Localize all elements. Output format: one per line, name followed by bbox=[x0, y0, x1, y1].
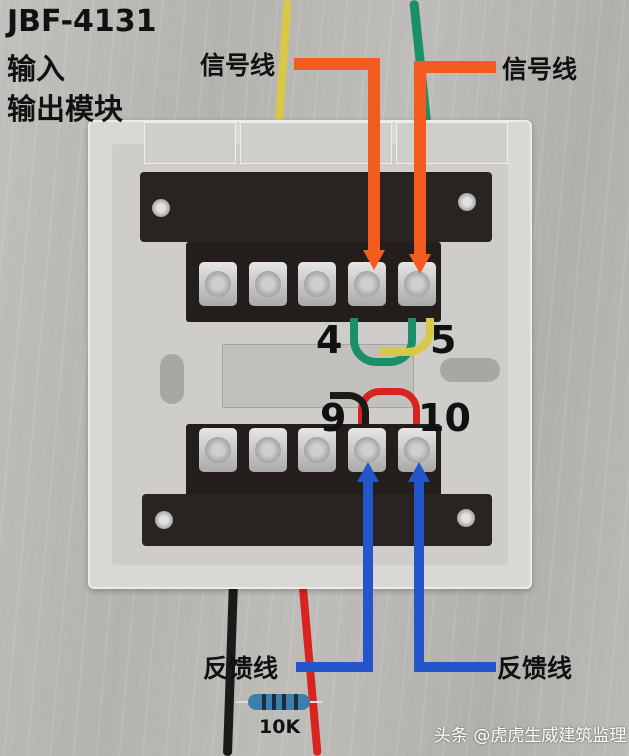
watermark: 头条 @虎虎生威建筑监理 bbox=[434, 726, 627, 746]
model-title: JBF-4131 bbox=[7, 4, 157, 39]
yellow-jumper-wire bbox=[380, 318, 434, 356]
top-flap bbox=[240, 122, 392, 164]
top-terminal-2[interactable] bbox=[249, 262, 287, 306]
top-left-mount-screw bbox=[152, 199, 170, 217]
signal-arrow-left-vertical bbox=[368, 58, 380, 254]
title-line-input: 输入 bbox=[7, 52, 66, 86]
bottom-terminal-1[interactable] bbox=[199, 428, 237, 472]
feedback-arrow-right-vertical bbox=[414, 480, 424, 672]
top-right-mount-screw bbox=[458, 193, 476, 211]
terminal-number-9: 9 bbox=[320, 396, 347, 440]
top-connector-bar bbox=[140, 172, 492, 242]
feedback-arrow-left-head bbox=[357, 462, 379, 482]
resistor-band bbox=[262, 694, 266, 710]
bottom-terminal-2[interactable] bbox=[249, 428, 287, 472]
title-line-output-module: 输出模块 bbox=[7, 92, 124, 126]
signal-arrow-left-head bbox=[363, 250, 385, 270]
resistor-band bbox=[272, 694, 276, 710]
mounting-slot-right bbox=[440, 358, 500, 382]
bottom-right-mount-screw bbox=[457, 509, 475, 527]
terminal-number-4: 4 bbox=[316, 318, 343, 362]
signal-arrow-right-vertical bbox=[414, 61, 426, 258]
bottom-left-mount-screw bbox=[155, 511, 173, 529]
top-terminal-3[interactable] bbox=[298, 262, 336, 306]
resistor-band bbox=[282, 694, 286, 710]
signal-arrow-left-horizontal bbox=[294, 58, 380, 70]
mounting-slot-left bbox=[160, 354, 184, 404]
feedback-line-label-left: 反馈线 bbox=[203, 654, 279, 683]
feedback-arrow-left-vertical bbox=[363, 480, 373, 672]
black-jumper-wire bbox=[330, 392, 369, 433]
terminal-number-5: 5 bbox=[430, 318, 457, 362]
top-flap bbox=[144, 122, 236, 164]
bottom-connector-bar bbox=[142, 494, 492, 546]
signal-line-label-left: 信号线 bbox=[200, 51, 276, 80]
resistor-band bbox=[294, 694, 298, 710]
resistor-value-label: 10K bbox=[259, 716, 301, 738]
terminal-number-10: 10 bbox=[418, 396, 471, 440]
top-terminal-1[interactable] bbox=[199, 262, 237, 306]
signal-arrow-right-horizontal bbox=[414, 61, 496, 73]
resistor-10k bbox=[248, 694, 310, 710]
feedback-arrow-left-horizontal bbox=[296, 662, 373, 672]
signal-line-label-right: 信号线 bbox=[502, 55, 578, 84]
feedback-arrow-right-horizontal bbox=[414, 662, 496, 672]
top-flap bbox=[396, 122, 508, 164]
signal-arrow-right-head bbox=[409, 254, 431, 274]
bottom-terminal-3[interactable] bbox=[298, 428, 336, 472]
feedback-arrow-right-head bbox=[408, 462, 430, 482]
feedback-line-label-right: 反馈线 bbox=[497, 654, 573, 683]
